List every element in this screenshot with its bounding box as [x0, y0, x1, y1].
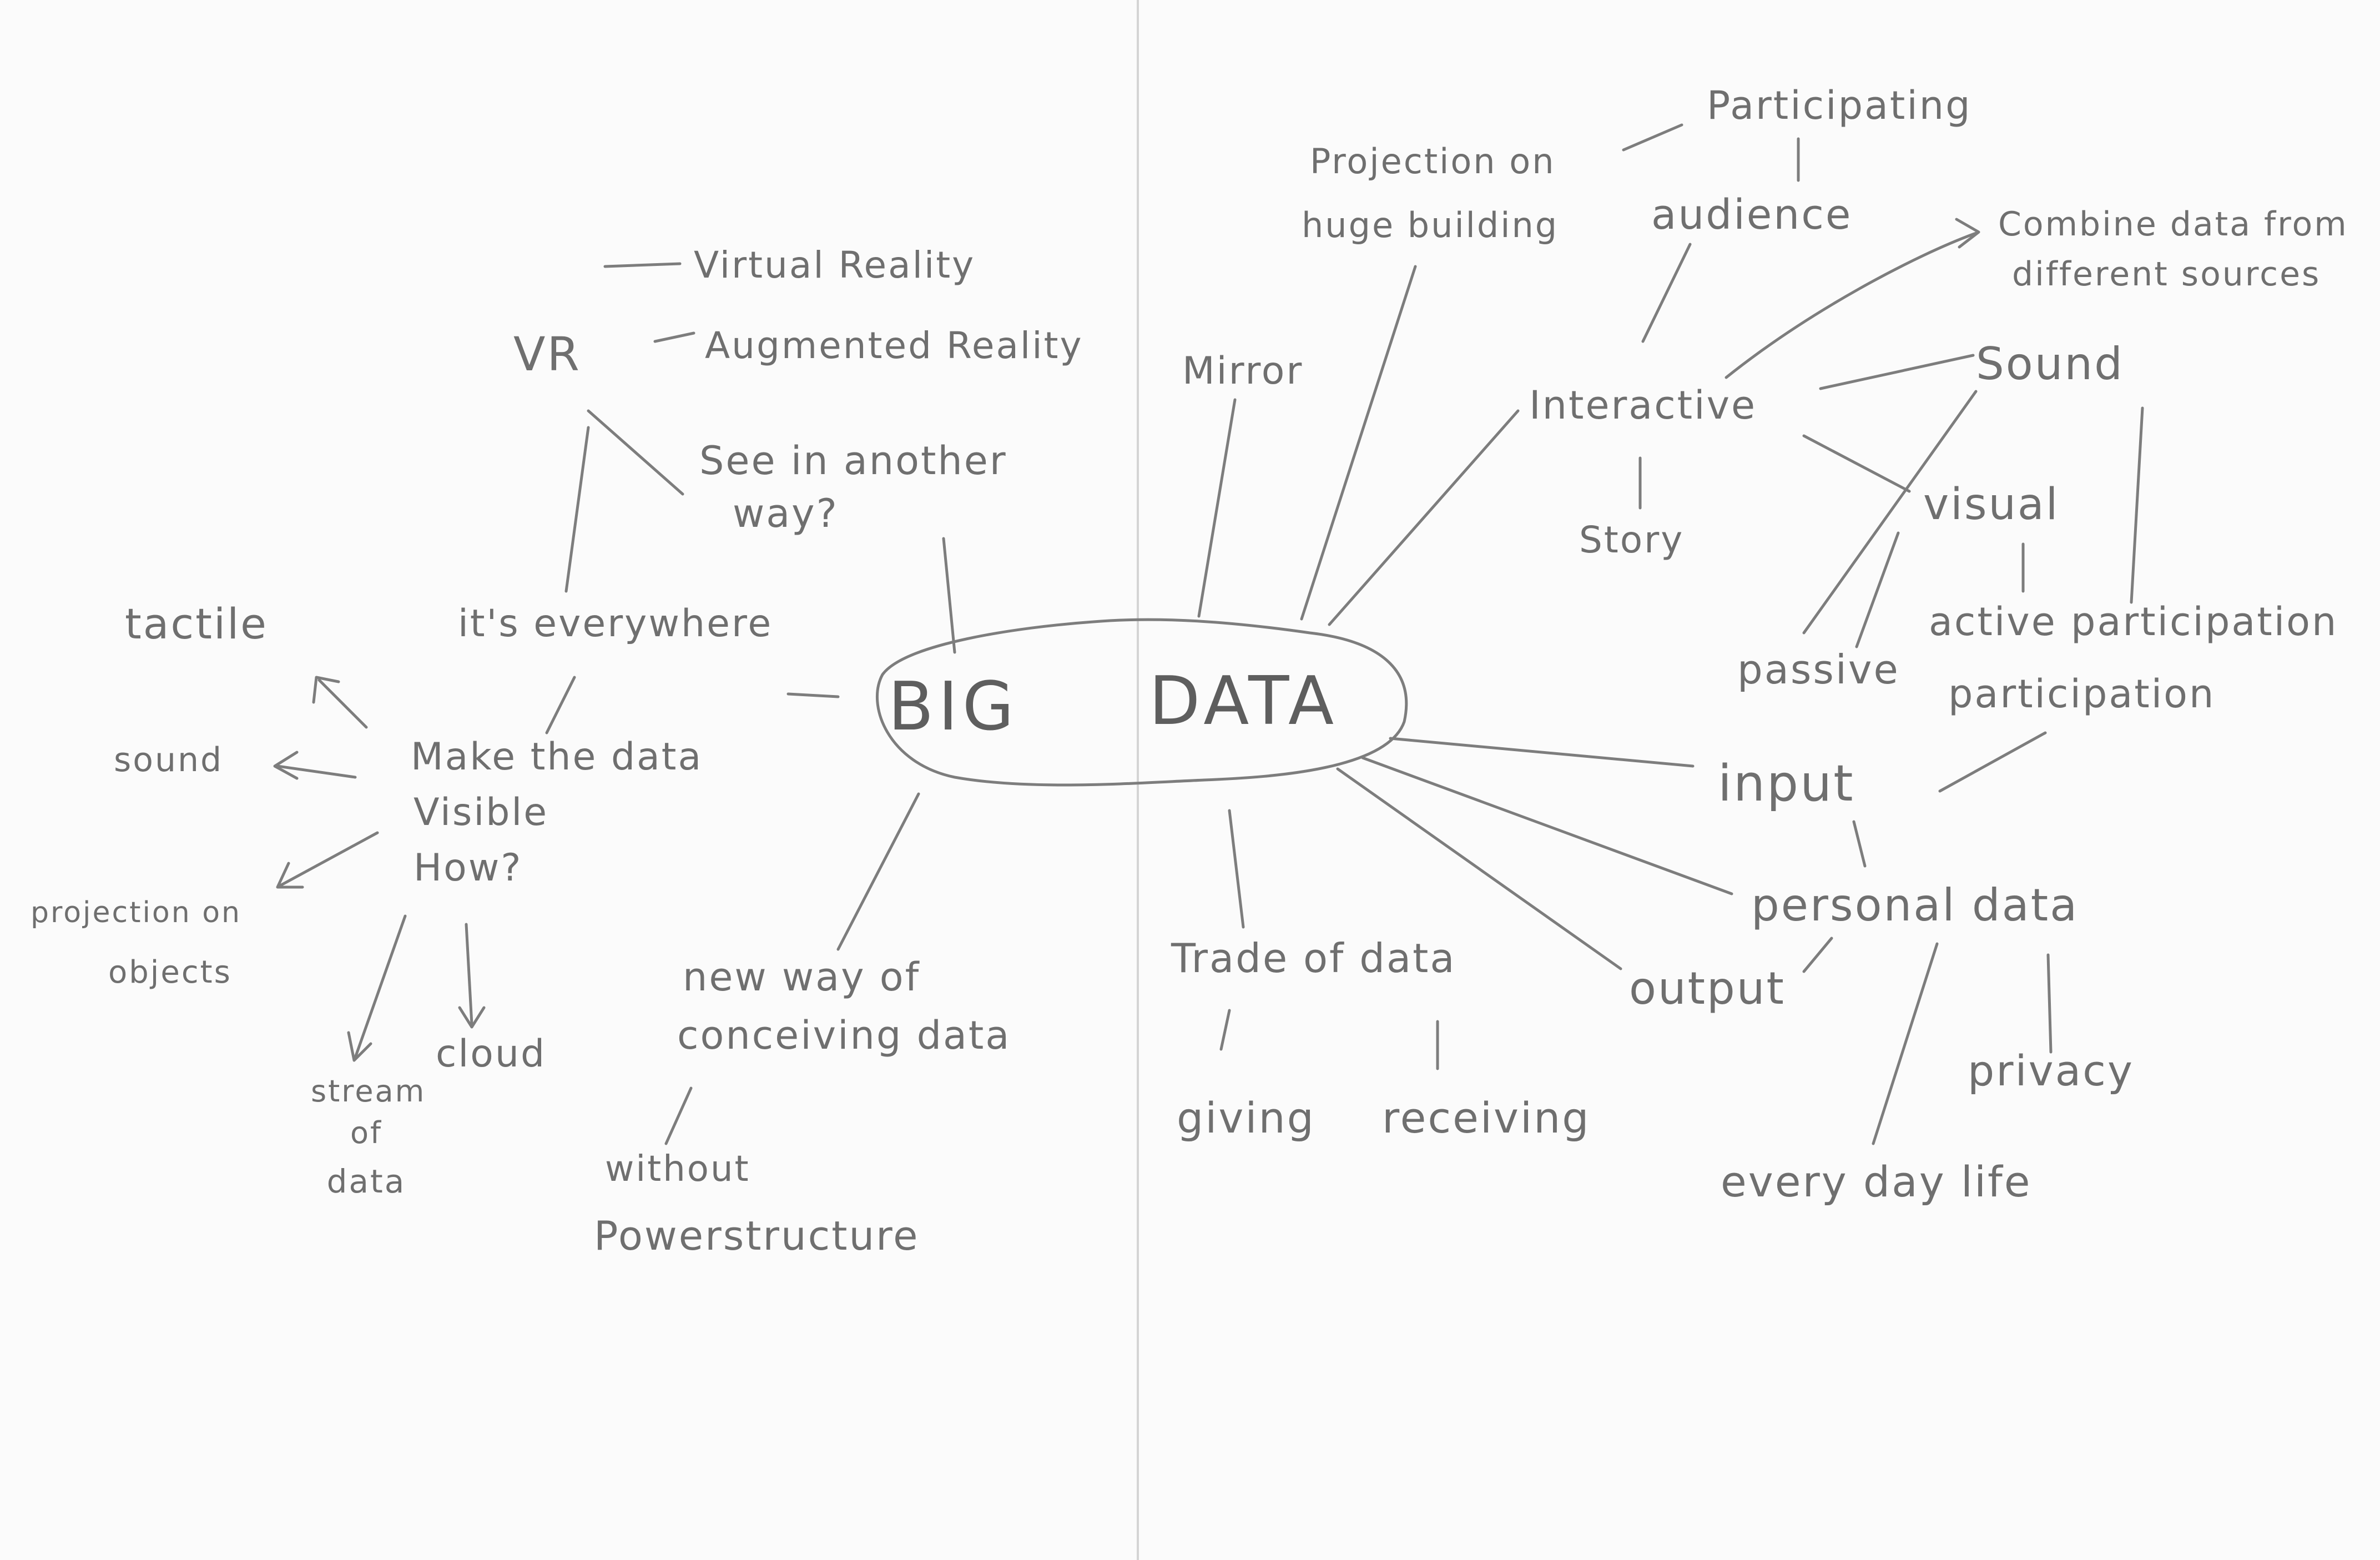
link-input — [1389, 737, 1695, 768]
link-sound-active — [2130, 406, 2144, 604]
label-make-visible-1: Make the data — [411, 735, 703, 779]
link-interactive — [1328, 409, 1520, 626]
arrowhead-combine — [1955, 218, 1980, 249]
link-interactive-combine — [1725, 232, 1978, 379]
link-interactive-visual — [1802, 434, 1911, 493]
link-mirror — [1197, 398, 1237, 618]
label-trade-of-data: Trade of data — [1171, 935, 1456, 982]
center-label-big: BIG — [888, 668, 1018, 746]
label-stream-2: of — [350, 1115, 383, 1150]
arrow-tactile — [317, 678, 368, 729]
label-stream-1: stream — [311, 1074, 426, 1109]
arrowhead-cloud — [458, 1006, 486, 1029]
link-sound-passive — [1802, 390, 1978, 635]
link-new-way-without — [664, 1086, 693, 1145]
label-sound-left: sound — [114, 741, 224, 779]
label-augmented-reality: Augmented Reality — [705, 324, 1083, 367]
link-everywhere — [786, 692, 840, 698]
label-tactile: tactile — [125, 599, 268, 648]
label-new-way-1: new way of — [683, 954, 921, 1000]
link-interactive-sound — [1819, 354, 1975, 390]
link-new-way — [836, 792, 920, 951]
arrow-stream — [354, 914, 407, 1059]
link-input-personal — [1852, 820, 1867, 868]
label-receiving: receiving — [1382, 1093, 1591, 1143]
label-new-way-2: conceiving data — [677, 1013, 1011, 1058]
label-cloud: cloud — [436, 1032, 547, 1076]
label-projection-building-2: huge building — [1302, 205, 1559, 245]
label-virtual-reality: Virtual Reality — [694, 244, 976, 286]
label-projection-objects-2: objects — [108, 954, 232, 990]
label-combine-1: Combine data from — [1998, 205, 2348, 244]
link-see-another-way — [942, 537, 956, 654]
link-vr-augmented — [653, 331, 695, 343]
label-visual: visual — [1923, 480, 2060, 530]
center-bubble — [875, 618, 1408, 787]
link-vr-see — [587, 409, 684, 496]
label-see-another-way-2: way? — [733, 491, 839, 536]
arrowhead-stream — [347, 1031, 372, 1062]
label-vr: VR — [513, 327, 581, 381]
label-make-visible-3: How? — [414, 846, 523, 890]
label-everywhere: it's everywhere — [458, 602, 773, 646]
link-participation-input — [1938, 731, 2047, 793]
center-label-data: DATA — [1149, 663, 1339, 740]
label-combine-2: different sources — [2012, 255, 2321, 294]
label-participating: Participating — [1707, 83, 1972, 128]
label-passive-participation-2: participation — [1948, 671, 2216, 717]
link-personal-output — [1802, 937, 1833, 973]
label-privacy: privacy — [1968, 1046, 2134, 1095]
arrowhead-sound — [273, 751, 299, 780]
link-audience-interactive — [1641, 243, 1692, 343]
link-trade — [1228, 809, 1245, 929]
label-interactive: Interactive — [1529, 383, 1757, 428]
arrowhead-projection-objects — [276, 862, 304, 889]
label-passive-participation-1: passive — [1737, 646, 1900, 693]
arrowhead-tactile — [312, 676, 340, 704]
label-make-visible-2: Visible — [414, 791, 549, 834]
arrow-cloud — [465, 923, 473, 1026]
label-projection-objects-1: projection on — [31, 896, 241, 929]
label-sound-right: Sound — [1976, 338, 2124, 390]
link-personal-everyday — [1872, 942, 1939, 1145]
link-projection-participating — [1622, 123, 1683, 152]
link-everywhere-make-visible — [545, 676, 576, 734]
arrow-sound — [276, 764, 357, 779]
link-vr-everywhere — [564, 426, 590, 593]
label-without: without — [605, 1149, 750, 1190]
link-trade-giving — [1219, 1009, 1231, 1051]
label-projection-building-1: Projection on — [1310, 141, 1556, 182]
label-active-participation: active participation — [1929, 599, 2338, 645]
label-power-structure: Powerstructure — [594, 1212, 920, 1259]
arrow-projection-objects — [279, 831, 379, 887]
label-story: Story — [1579, 519, 1685, 561]
label-input: input — [1718, 754, 1855, 813]
link-projection-building — [1300, 265, 1417, 621]
link-personal-privacy — [2046, 953, 2053, 1054]
label-giving: giving — [1177, 1093, 1315, 1143]
label-output: output — [1629, 963, 1786, 1014]
label-mirror: Mirror — [1182, 349, 1304, 393]
label-see-another-way-1: See in another — [699, 438, 1007, 484]
label-everyday-life: every day life — [1721, 1157, 2032, 1206]
link-personal-data — [1361, 756, 1733, 895]
label-personal-data: personal data — [1751, 879, 2079, 931]
label-stream-3: data — [326, 1163, 406, 1200]
label-audience: audience — [1651, 191, 1853, 239]
link-visual-passive — [1855, 531, 1900, 648]
link-output — [1336, 767, 1622, 970]
link-vr-virtual — [603, 262, 682, 268]
